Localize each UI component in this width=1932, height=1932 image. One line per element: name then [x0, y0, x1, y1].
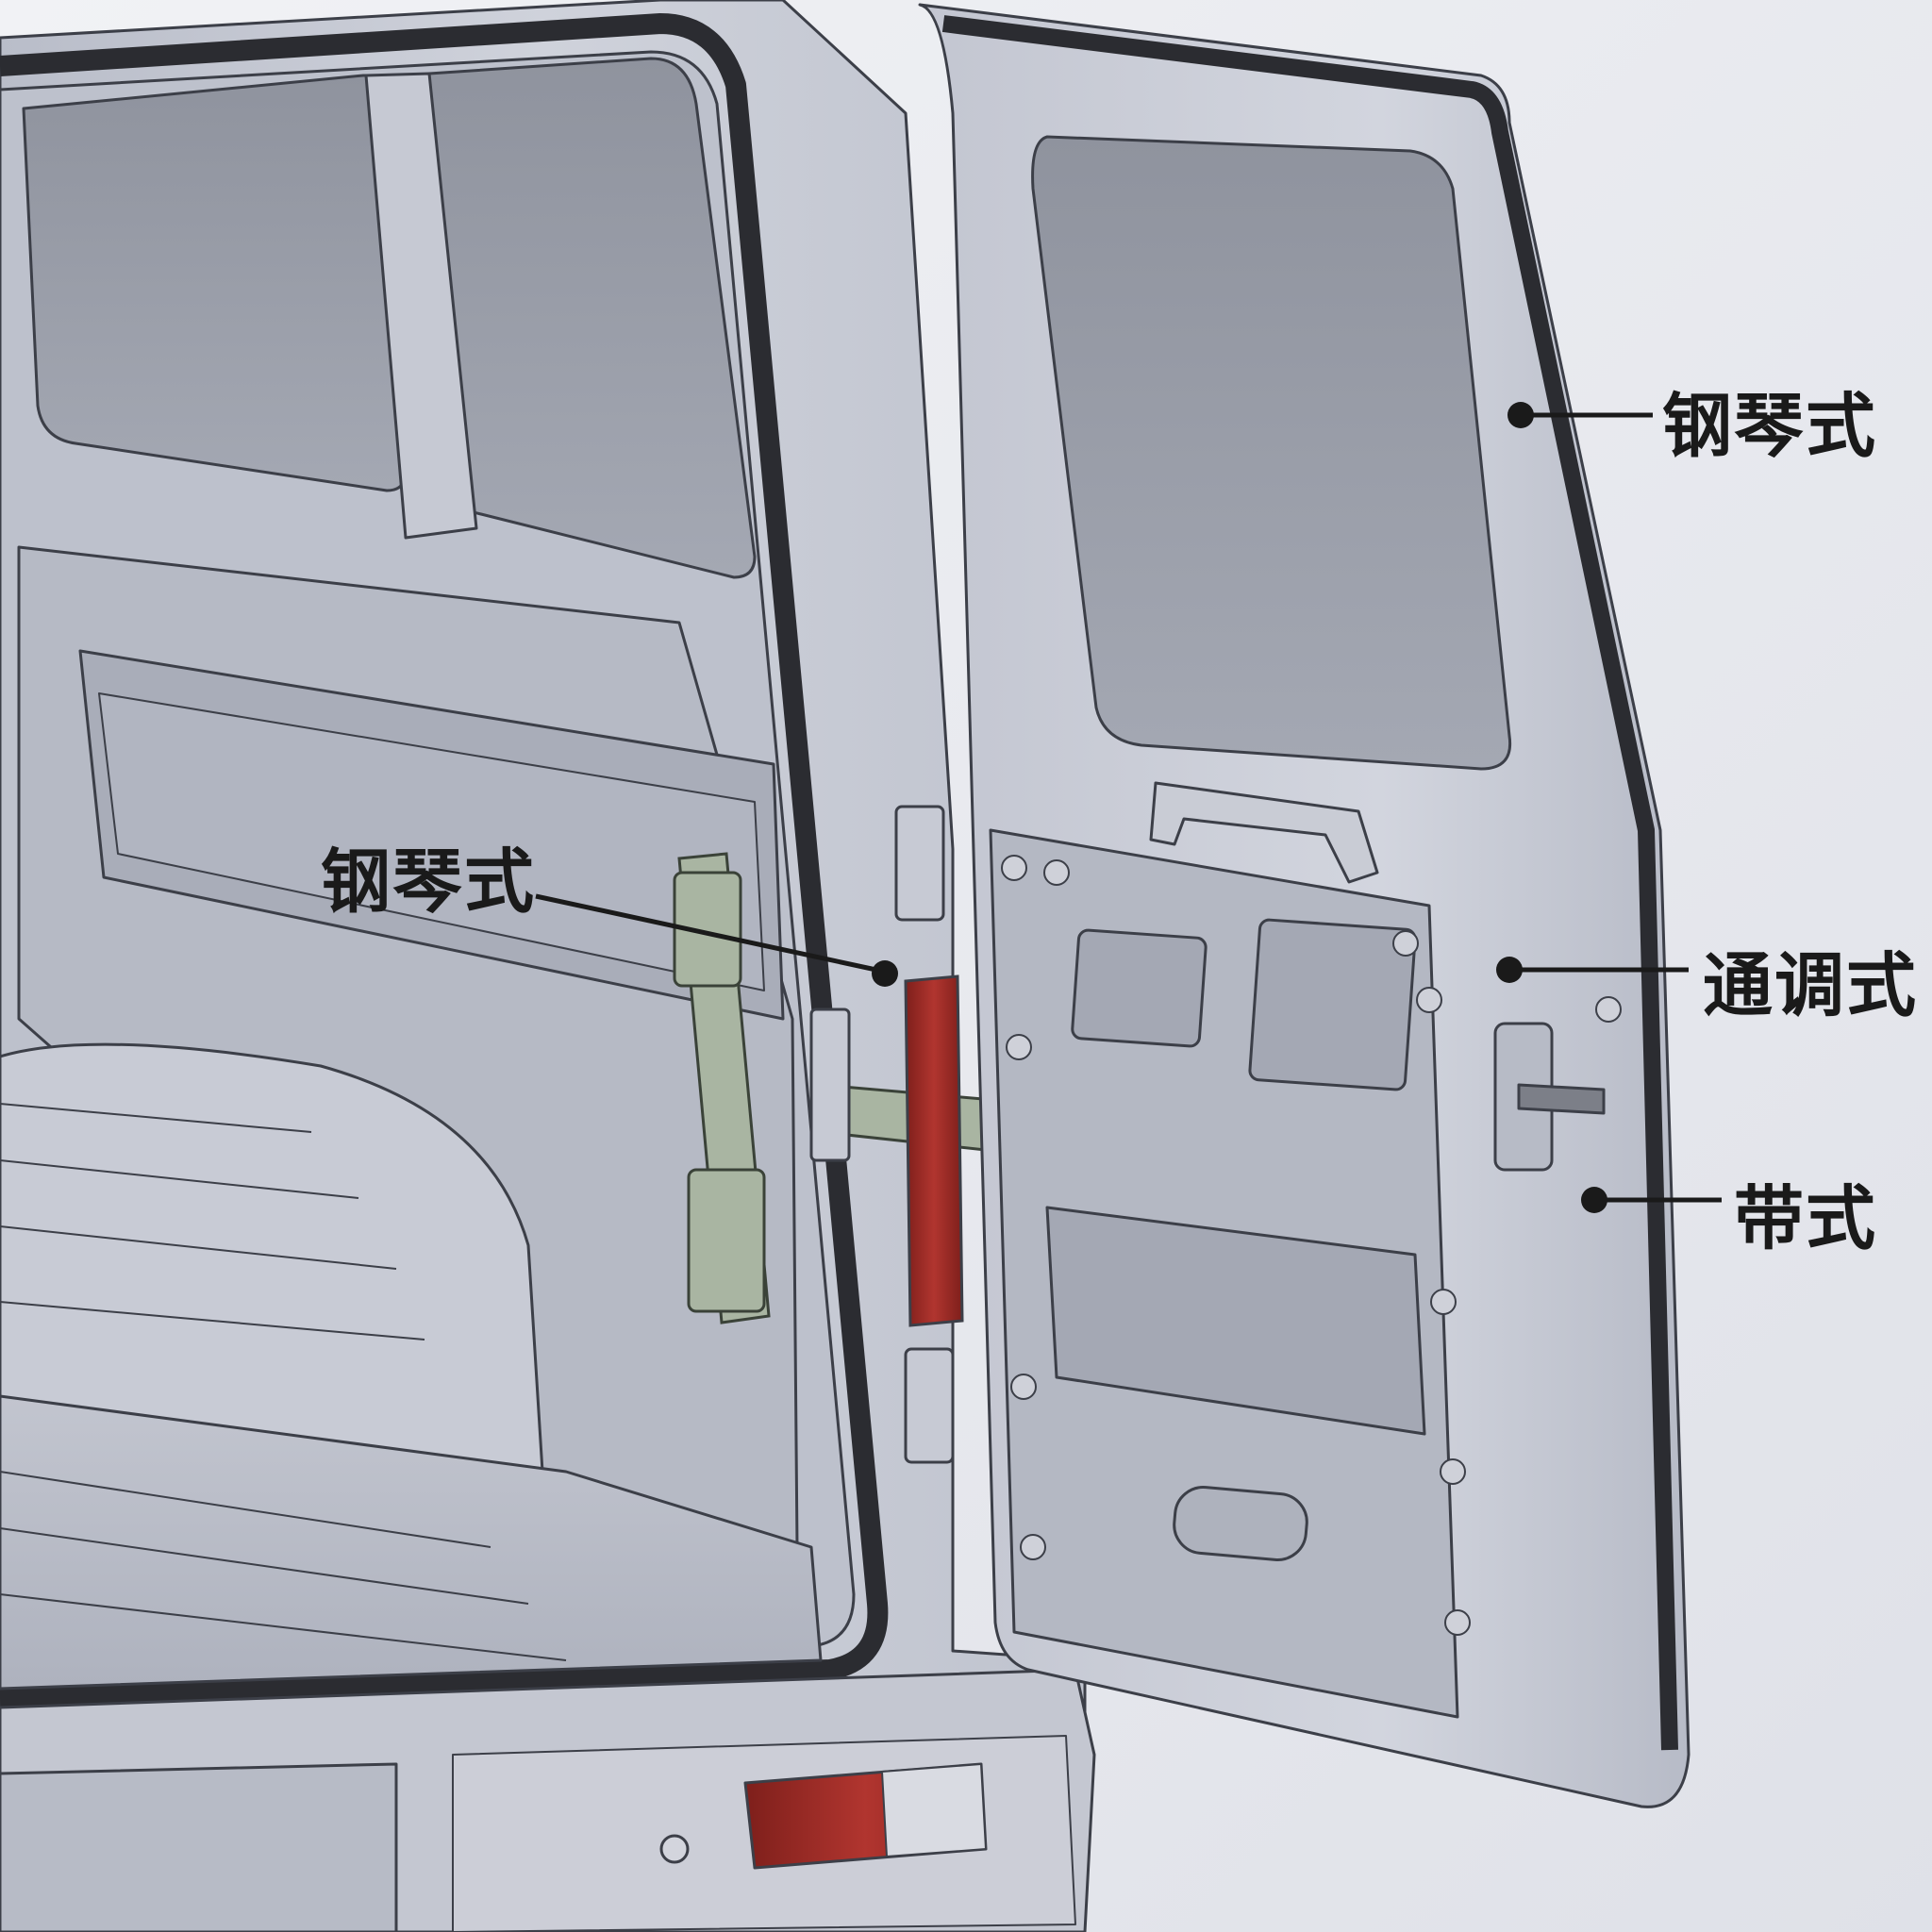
leader-door-strap-dot — [1581, 1187, 1607, 1213]
vehicle-body — [0, 0, 1096, 1932]
leader-door-middle-dot — [1496, 957, 1523, 983]
license-plate-recess — [0, 1762, 398, 1932]
rear-door — [918, 3, 1690, 1808]
wheel-arch — [0, 1042, 544, 1474]
window-pillar — [364, 72, 478, 540]
wheel-arch-rib-1 — [0, 1103, 312, 1133]
wheel-arch-rib-3 — [0, 1225, 397, 1270]
door-cutout-2 — [1248, 918, 1417, 1091]
interior-window-left — [22, 74, 408, 492]
leader-left-hinge — [535, 893, 886, 974]
callout-left-hinge-label: 钢琴式 — [321, 841, 536, 923]
floor-rib-1 — [0, 1471, 491, 1548]
hinge-middle — [809, 1008, 851, 1162]
wheel-arch-rib-4 — [0, 1301, 425, 1341]
door-bolts — [1001, 855, 1622, 1636]
door-cutout-3 — [1045, 1206, 1426, 1436]
floor-rib-3 — [0, 1593, 567, 1661]
door-window — [1031, 135, 1512, 771]
hinge-lower — [904, 1347, 955, 1464]
callout-leaders — [535, 402, 1722, 1213]
tail-light-reflector — [881, 1763, 987, 1857]
door-seal — [941, 15, 1678, 1751]
door-opening-seal — [0, 13, 889, 1708]
callout-door-top-label: 钢琴式 — [1662, 386, 1877, 467]
body-hinges — [809, 805, 955, 1464]
bumper-bolt — [659, 1834, 690, 1864]
callout-door-strap-label: 带式 — [1734, 1178, 1877, 1259]
leader-left-hinge-dot — [872, 960, 898, 987]
hinge-upper — [894, 805, 945, 922]
floor-rib-2 — [0, 1527, 529, 1605]
leader-door-top-dot — [1507, 402, 1534, 428]
rear-wall-recess-inner — [98, 692, 765, 991]
door-latch — [1517, 1083, 1606, 1115]
pillar-tail-light — [904, 974, 964, 1327]
callout-door-middle-label: 通调式 — [1703, 945, 1918, 1026]
door-grab-handle — [1149, 781, 1379, 884]
cargo-floor — [0, 1394, 823, 1690]
door-cutout-1 — [1071, 928, 1208, 1048]
strap-lower-bracket — [687, 1168, 766, 1313]
strap-upper-bracket — [673, 871, 742, 988]
wheel-arch-rib-2 — [0, 1159, 359, 1199]
door-lower-slot — [1173, 1486, 1308, 1561]
